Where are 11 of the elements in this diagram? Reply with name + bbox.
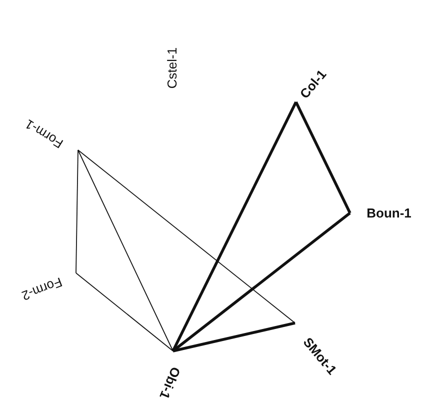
connector-line — [172, 101, 298, 352]
connector-line — [76, 150, 78, 274]
connector-line — [172, 212, 351, 352]
connector-line — [294, 101, 352, 214]
connector-line — [76, 272, 174, 352]
node-label: Obi-1 — [158, 365, 182, 401]
connector-line — [78, 150, 296, 324]
node-label: Cstel-1 — [166, 47, 178, 89]
connector-line — [78, 150, 174, 352]
connector-line — [172, 322, 296, 352]
node-label: Boun-1 — [366, 206, 412, 220]
